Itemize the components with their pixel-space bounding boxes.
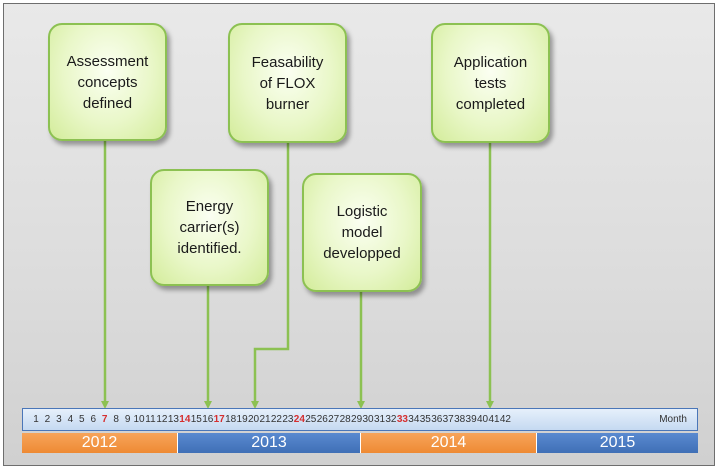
month-tick-10: 10 <box>133 414 145 425</box>
year-segment-2015: 2015 <box>536 433 698 453</box>
month-tick-24: 24 <box>293 414 305 425</box>
month-tick-19: 19 <box>236 414 248 425</box>
month-tick-5: 5 <box>79 414 85 425</box>
month-tick-18: 18 <box>225 414 237 425</box>
month-tick-26: 26 <box>316 414 328 425</box>
milestone-assessment: Assessment concepts defined <box>48 23 167 141</box>
month-tick-17: 17 <box>213 414 225 425</box>
month-tick-15: 15 <box>190 414 202 425</box>
milestone-flox-label: Feasability of FLOX burner <box>251 53 324 113</box>
month-tick-29: 29 <box>351 414 363 425</box>
month-tick-30: 30 <box>362 414 374 425</box>
month-tick-34: 34 <box>408 414 420 425</box>
month-tick-40: 40 <box>476 414 489 425</box>
month-tick-27: 27 <box>328 414 340 425</box>
month-tick-39: 39 <box>465 414 477 425</box>
month-tick-20: 20 <box>247 414 260 425</box>
month-tick-42: 42 <box>499 414 511 425</box>
month-tick-3: 3 <box>56 414 62 425</box>
month-tick-4: 4 <box>67 414 74 425</box>
month-tick-1: 1 <box>33 414 39 425</box>
month-tick-13: 13 <box>167 414 179 425</box>
year-segment-2014: 2014 <box>360 433 536 453</box>
milestone-application: Application tests completed <box>431 23 550 143</box>
month-tick-33: 33 <box>396 414 408 425</box>
month-tick-36: 36 <box>431 414 443 425</box>
milestone-application-label: Application tests completed <box>453 53 528 113</box>
milestone-logistic: Logistic model developped <box>302 173 422 292</box>
connector-flox <box>251 143 290 409</box>
month-tick-35: 35 <box>419 414 431 425</box>
month-tick-7: 7 <box>101 414 108 425</box>
month-tick-23: 23 <box>282 414 294 425</box>
month-tick-2: 2 <box>44 414 51 425</box>
milestone-logistic-label: Logistic model developped <box>323 203 401 262</box>
month-tick-6: 6 <box>90 414 97 425</box>
milestone-flox: Feasability of FLOX burner <box>228 23 347 143</box>
month-tick-11: 11 <box>145 414 156 425</box>
milestone-energy: Energy carrier(s) identified. <box>150 169 269 286</box>
month-axis-label: Month <box>659 414 687 425</box>
year-segment-2012: 2012 <box>22 433 177 453</box>
month-tick-38: 38 <box>454 414 466 425</box>
month-tick-32: 32 <box>385 414 397 425</box>
month-tick-12: 12 <box>156 414 168 425</box>
month-tick-21: 21 <box>259 414 271 425</box>
milestone-assessment-label: Assessment concepts defined <box>66 52 149 112</box>
month-tick-37: 37 <box>442 414 454 425</box>
month-tick-22: 22 <box>270 414 282 425</box>
month-tick-31: 31 <box>373 414 386 425</box>
month-tick-9: 9 <box>124 414 131 425</box>
month-tick-25: 25 <box>305 414 317 425</box>
milestone-energy-label: Energy carrier(s) identified. <box>177 198 242 257</box>
month-tick-41: 41 <box>488 414 500 425</box>
month-tick-16: 16 <box>202 414 214 425</box>
month-tick-14: 14 <box>179 414 191 425</box>
month-tick-8: 8 <box>113 414 119 425</box>
month-tick-28: 28 <box>339 414 351 425</box>
year-segment-2013: 2013 <box>177 433 360 453</box>
